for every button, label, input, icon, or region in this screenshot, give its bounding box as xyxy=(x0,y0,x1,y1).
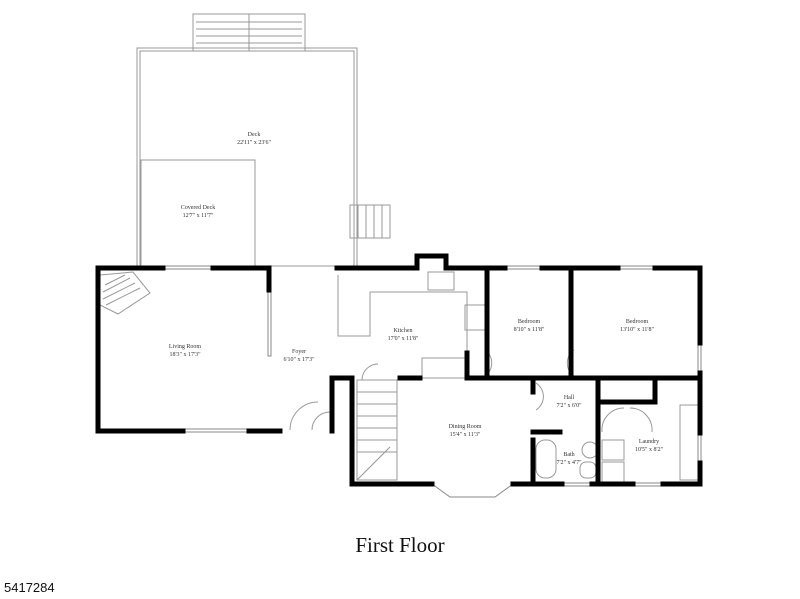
room-name: Kitchen xyxy=(393,328,413,334)
room-label: Kitchen 17'0" x 11'8" xyxy=(388,327,419,343)
room-label: Foyer 6'10" x 17'3" xyxy=(283,348,314,364)
room-label: Dining Room 15'4" x 11'3" xyxy=(449,423,482,439)
room-name: Dining Room xyxy=(448,424,482,430)
room-label: Hall 7'2" x 6'0" xyxy=(556,394,581,410)
room-name: Foyer xyxy=(292,349,306,355)
interior-stairs xyxy=(356,379,398,481)
room-dimensions: 18'3" x 17'3" xyxy=(169,352,201,358)
room-name: Bath xyxy=(563,452,575,458)
room-dimensions: 6'10" x 17'3" xyxy=(283,357,315,363)
room-name: Living Room xyxy=(168,344,202,350)
room-label: Covered Deck 12'7" x 11'7" xyxy=(181,204,216,220)
room-dimensions: 22'11" x 23'6" xyxy=(237,140,271,146)
room-dimensions: 12'7" x 11'7" xyxy=(182,213,214,219)
room-name: Deck xyxy=(247,132,261,138)
room-name: Laundry xyxy=(638,439,660,445)
room-label: Bedroom 13'10" x 11'8" xyxy=(620,318,654,334)
room-dimensions: 10'5" x 8'2" xyxy=(634,447,664,453)
deck-side-stairs xyxy=(349,204,391,239)
room-dimensions: 8'10" x 11'8" xyxy=(513,327,545,333)
fireplace xyxy=(99,271,151,315)
room-dimensions: 7'2" x 6'0" xyxy=(556,403,582,409)
room-name: Bedroom xyxy=(625,319,649,325)
room-dimensions: 17'0" x 11'8" xyxy=(387,336,419,342)
floor-plan xyxy=(95,13,703,498)
room-label: Laundry 10'5" x 8'2" xyxy=(635,438,663,454)
room-name: Covered Deck xyxy=(180,205,216,211)
walls xyxy=(95,253,703,487)
room-dimensions: 7'2" x 4'7" xyxy=(556,460,582,466)
room-name: Hall xyxy=(563,395,575,401)
floor-title: First Floor xyxy=(355,533,445,557)
room-dimensions: 15'4" x 11'3" xyxy=(449,432,481,438)
room-label: Bedroom 8'10" x 11'8" xyxy=(514,318,545,334)
room-name: Bedroom xyxy=(517,319,541,325)
listing-id: 5417284 xyxy=(4,580,55,595)
room-dimensions: 13'10" x 11'8" xyxy=(620,327,654,333)
room-label: Bath 7'2" x 4'7" xyxy=(556,451,581,467)
room-label: Living Room 18'3" x 17'3" xyxy=(169,343,201,359)
room-label: Deck 22'11" x 23'6" xyxy=(237,131,271,147)
